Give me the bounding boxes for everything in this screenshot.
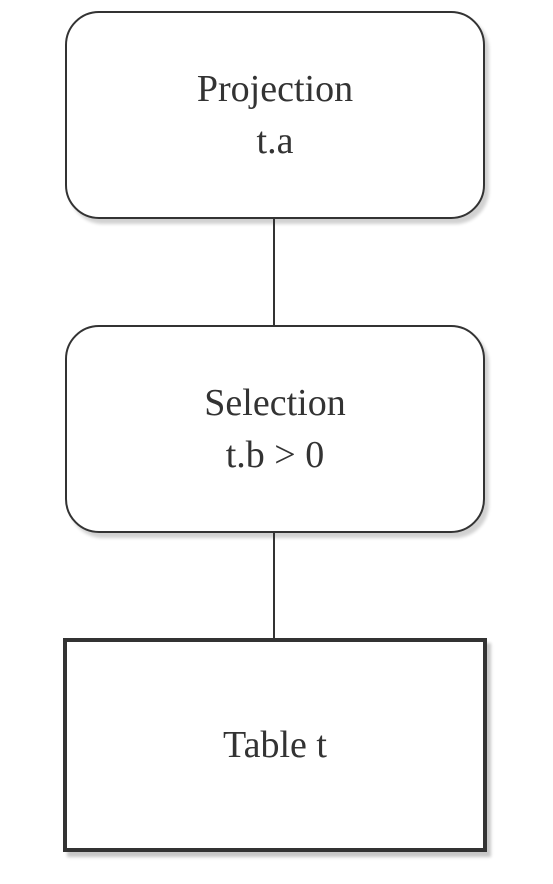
projection-node-title: Projection [196, 68, 354, 110]
edge-projection-selection [273, 219, 275, 325]
selection-node-detail: t.b > 0 [225, 434, 325, 476]
selection-node-title: Selection [204, 382, 346, 424]
table-node-title: Table t [223, 724, 327, 766]
selection-node: Selection t.b > 0 [65, 325, 485, 533]
edge-selection-table [273, 533, 275, 638]
projection-node-detail: t.a [256, 120, 294, 162]
projection-node: Projection t.a [65, 11, 485, 219]
table-node: Table t [63, 638, 487, 852]
